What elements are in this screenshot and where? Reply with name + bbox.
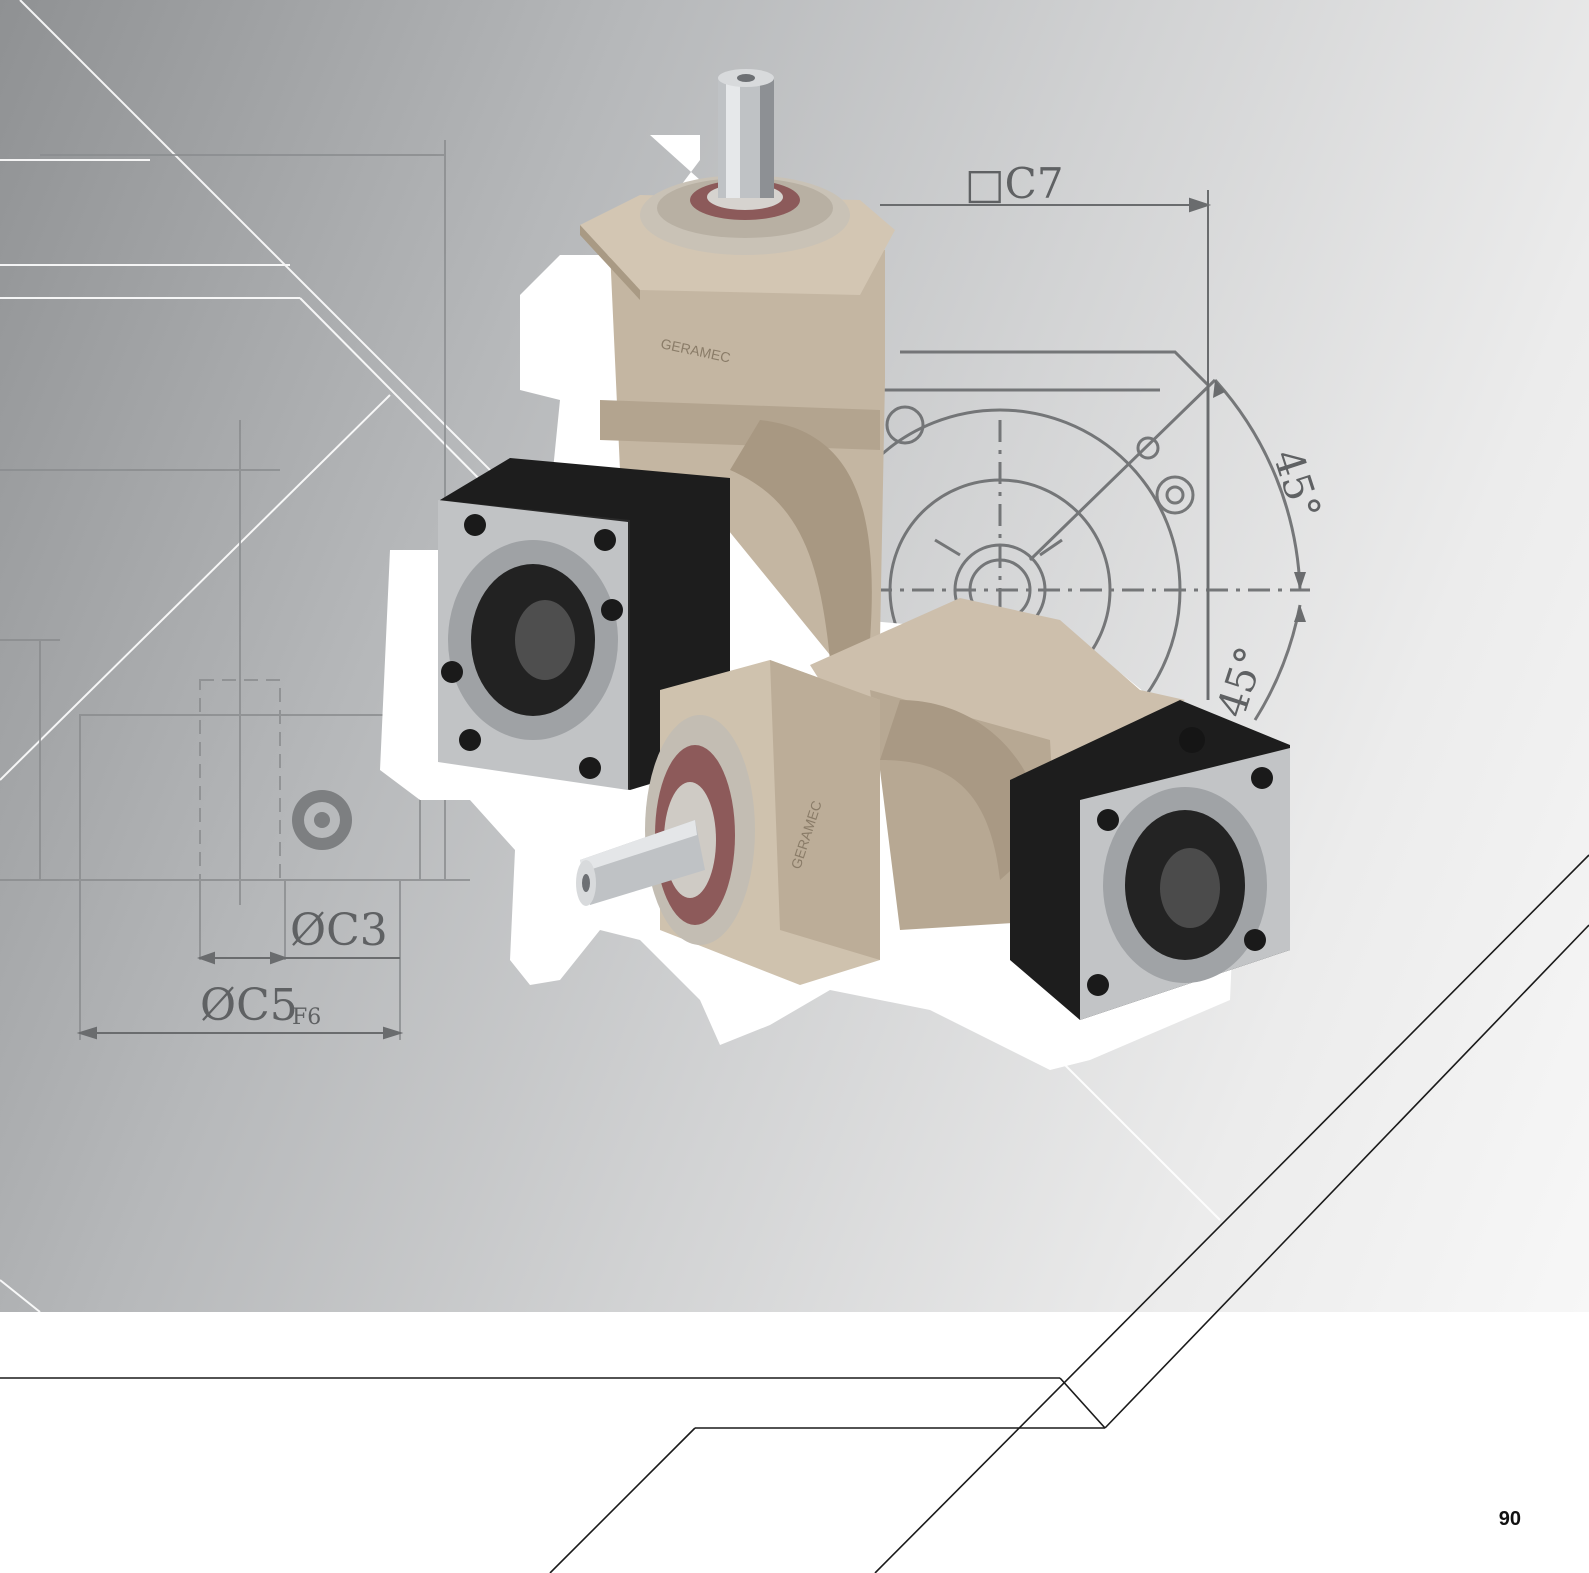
gearbox-upper: GERAMEC xyxy=(438,69,895,790)
dimension-label-c3: ØC3 xyxy=(290,905,388,956)
technical-drawing-background: □C7 ØC3 ØC5 F6 45° 45° xyxy=(0,69,1330,1040)
gearbox-lower: GERAMEC xyxy=(576,598,1290,1020)
dimension-label-c7: □C7 xyxy=(965,159,1064,208)
page-number: 90 xyxy=(1498,1508,1521,1530)
dimension-label-c5-tolerance: F6 xyxy=(292,1005,321,1030)
dimension-label-c5: ØC5 xyxy=(200,980,298,1031)
hero-image: □C7 ØC3 ØC5 F6 45° 45° xyxy=(0,0,1589,1312)
